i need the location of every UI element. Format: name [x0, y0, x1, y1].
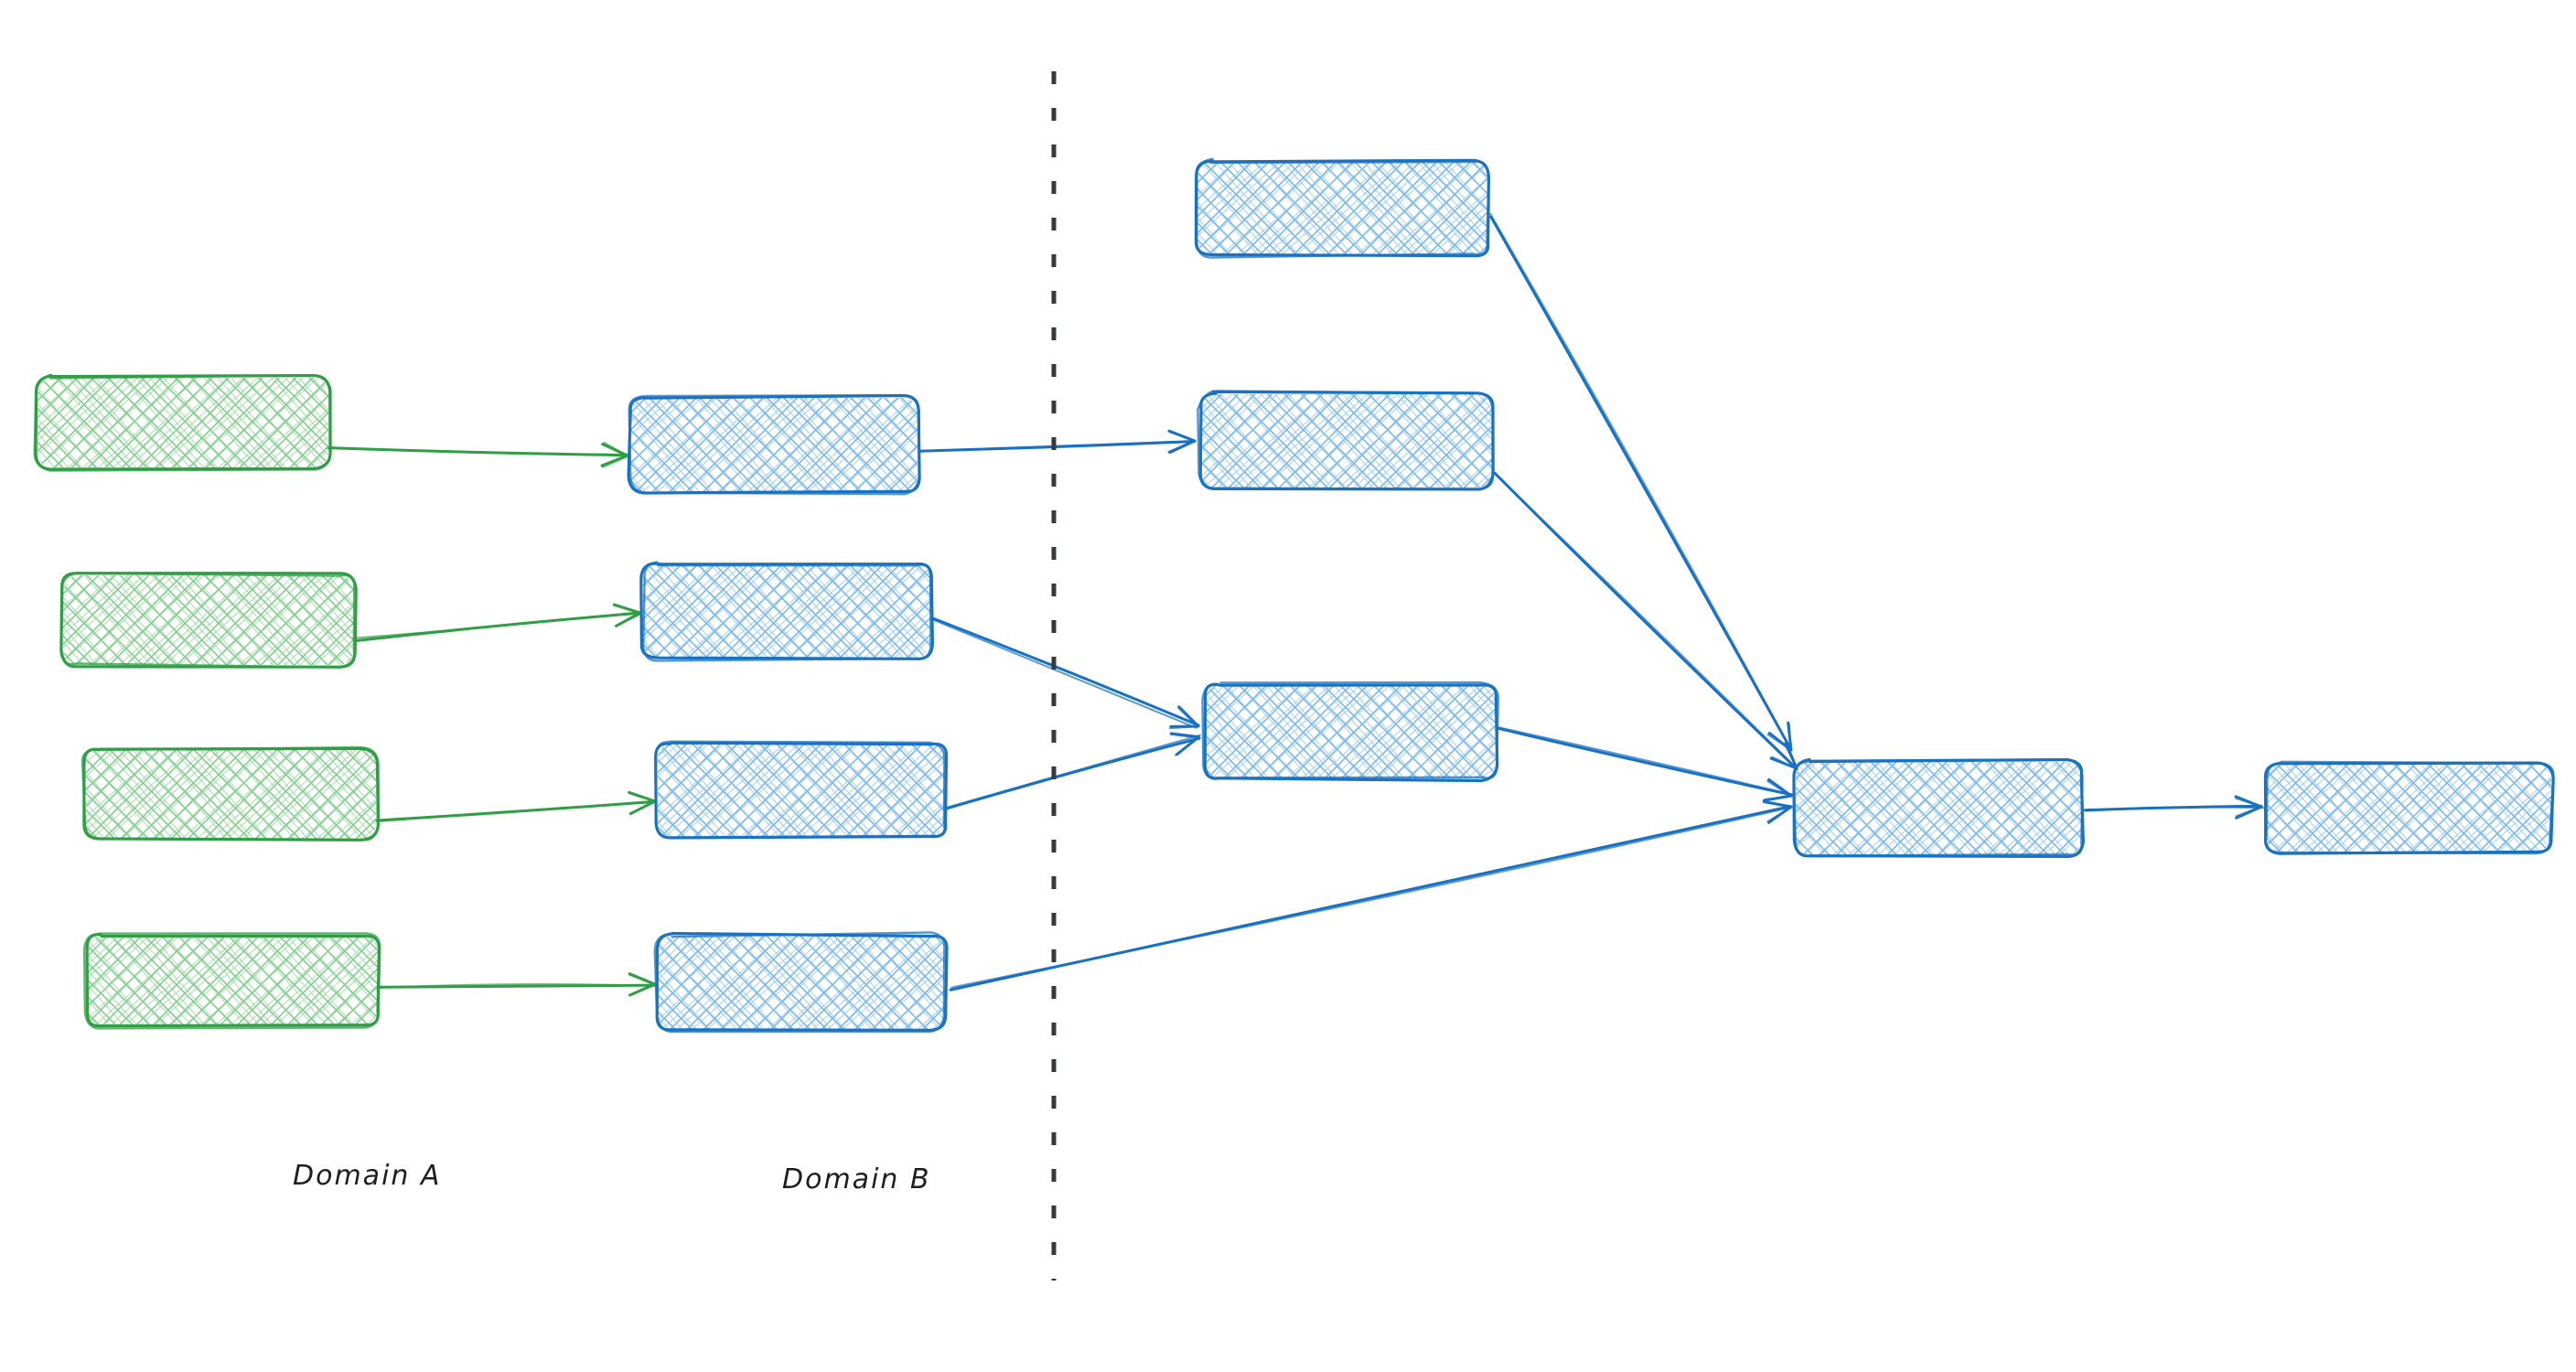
node-a3[interactable] — [80, 745, 381, 841]
domain-b-label: Domain B — [782, 1163, 931, 1195]
edge-m1-to-b2 — [918, 429, 1197, 455]
node-b5[interactable] — [2263, 760, 2555, 855]
node-a4[interactable] — [82, 932, 381, 1030]
edge-a3-to-m3 — [375, 790, 657, 822]
edges-layer — [327, 212, 2265, 997]
node-b1[interactable] — [1194, 157, 1490, 259]
node-a2[interactable] — [59, 572, 358, 669]
node-a1[interactable] — [33, 373, 332, 472]
edge-b4-to-b5 — [2083, 795, 2265, 820]
node-b4[interactable] — [1792, 757, 2085, 858]
edge-b3-to-b4 — [1496, 725, 1795, 802]
edge-a2-to-m2 — [351, 603, 642, 643]
node-b3[interactable] — [1201, 681, 1499, 783]
node-m2[interactable] — [639, 561, 934, 662]
edge-m2-to-b3 — [931, 616, 1200, 730]
edge-b2-to-b4 — [1493, 471, 1798, 770]
nodes-layer — [33, 157, 2555, 1033]
edge-a1-to-m1 — [327, 441, 630, 468]
node-m1[interactable] — [627, 393, 921, 496]
domain-a-label: Domain A — [293, 1160, 442, 1192]
edge-m3-to-b3 — [946, 732, 1201, 810]
node-m3[interactable] — [654, 740, 949, 840]
edge-b1-to-b4 — [1489, 212, 1793, 752]
edge-m4-to-b4 — [949, 800, 1793, 991]
node-m4[interactable] — [653, 931, 949, 1033]
node-b2[interactable] — [1197, 390, 1495, 491]
edge-a4-to-m4 — [375, 972, 659, 997]
